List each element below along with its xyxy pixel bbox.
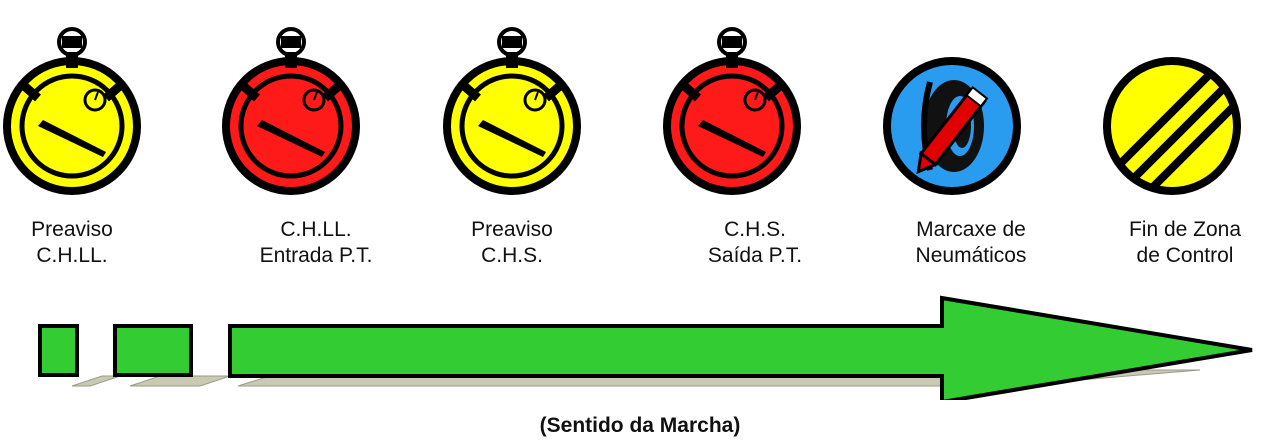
caption-marcaxe-neumaticos: Marcaxe de Neumáticos bbox=[876, 217, 1066, 269]
stopwatch-icon bbox=[222, 27, 360, 195]
arrow-shadow bbox=[129, 375, 231, 387]
sign-marcaxe-neumaticos bbox=[882, 22, 1022, 196]
caption-line: C.H.LL. bbox=[280, 218, 352, 241]
caption-preaviso-chll: Preaviso C.H.LL. bbox=[0, 217, 167, 269]
caption-line: Preaviso bbox=[471, 218, 553, 241]
caption-line: Entrada P.T. bbox=[259, 244, 373, 267]
caption-fin-zona-control: Fin de Zona de Control bbox=[1090, 217, 1280, 269]
caption-line: C.H.LL. bbox=[36, 244, 108, 267]
sign-preaviso-chll bbox=[2, 22, 142, 196]
sign-preaviso-chs bbox=[442, 22, 582, 196]
caption-line: Neumáticos bbox=[915, 244, 1027, 267]
end-control-zone-icon bbox=[1103, 57, 1241, 195]
caption-chs-saida: C.H.S. Saída P.T. bbox=[660, 217, 850, 269]
caption-line: Marcaxe de bbox=[916, 218, 1026, 241]
direction-label: (Sentido da Marcha) bbox=[539, 414, 741, 437]
stopwatch-icon bbox=[3, 27, 141, 195]
sign-chll-entrada bbox=[221, 22, 361, 196]
caption-line: Saída P.T. bbox=[707, 244, 803, 267]
direction-arrow-icon bbox=[38, 295, 1253, 405]
caption-line: de Control bbox=[1136, 244, 1234, 267]
stopwatch-icon bbox=[443, 27, 581, 195]
caption-chll-entrada: C.H.LL. Entrada P.T. bbox=[221, 217, 411, 269]
caption-preaviso-chs: Preaviso C.H.S. bbox=[417, 217, 607, 269]
arrow-shadow bbox=[71, 375, 121, 387]
sign-fin-zona-control bbox=[1102, 22, 1242, 196]
arrow-main bbox=[228, 295, 1253, 405]
sign-chs-saida bbox=[662, 22, 802, 196]
tyre-crayon-icon bbox=[883, 57, 1021, 195]
stopwatch-icon bbox=[663, 27, 801, 195]
caption-line: C.H.S. bbox=[724, 218, 786, 241]
arrow-block-small bbox=[38, 324, 79, 377]
direction-arrow bbox=[0, 290, 1280, 405]
caption-line: Preaviso bbox=[31, 218, 113, 241]
arrow-block-medium bbox=[113, 324, 193, 377]
caption-line: Fin de Zona bbox=[1128, 218, 1242, 241]
caption-line: C.H.S. bbox=[481, 244, 543, 267]
